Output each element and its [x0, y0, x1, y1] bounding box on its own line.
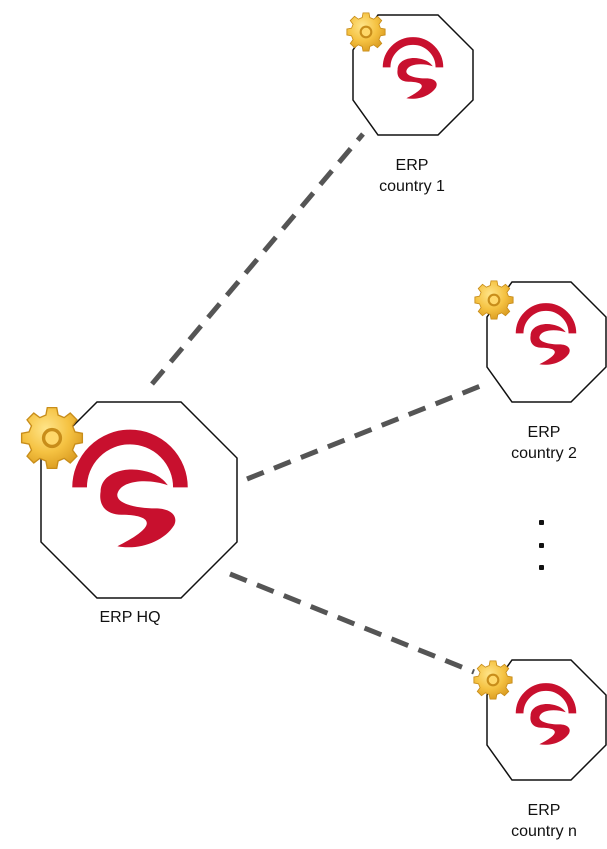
node-label-line1: ERP — [395, 157, 429, 174]
node-label-line1: ERP — [527, 424, 561, 441]
node-erp-hq[interactable] — [20, 401, 238, 599]
node-label-line2: country 2 — [511, 445, 577, 462]
node-label-line1: ERP — [527, 802, 561, 819]
connectors — [150, 132, 489, 675]
gear-icon — [473, 660, 513, 700]
connector-hq-country2 — [246, 380, 489, 482]
node-erp-country-n[interactable] — [473, 659, 607, 781]
gear-icon — [20, 406, 84, 470]
ellipsis-dot — [538, 542, 544, 548]
connector-hq-countryn — [229, 571, 475, 675]
node-label-line2: country n — [511, 823, 577, 840]
node-label-country1: ERP country 1 — [352, 155, 472, 197]
node-label-line1: ERP HQ — [99, 609, 161, 626]
octagon-frame — [352, 14, 474, 136]
node-label-country2: ERP country 2 — [484, 422, 604, 464]
vertical-ellipsis — [533, 520, 549, 570]
octagon-frame — [486, 659, 607, 781]
ellipsis-dot — [538, 565, 544, 570]
erp-logo-icon — [515, 683, 577, 745]
connector-hq-country1 — [150, 132, 365, 386]
ellipsis-dot — [538, 520, 544, 525]
octagon-frame — [486, 281, 607, 403]
erp-logo-icon — [72, 429, 188, 548]
node-label-line2: country 1 — [379, 178, 445, 195]
erp-logo-icon — [515, 303, 577, 365]
node-label-hq: ERP HQ — [70, 607, 190, 628]
node-erp-country-2[interactable] — [474, 280, 607, 403]
node-label-countryn: ERP country n — [484, 800, 604, 842]
erp-logo-icon — [382, 37, 444, 99]
gear-icon — [346, 12, 386, 52]
node-erp-country-1[interactable] — [346, 12, 474, 136]
gear-icon — [474, 280, 514, 320]
